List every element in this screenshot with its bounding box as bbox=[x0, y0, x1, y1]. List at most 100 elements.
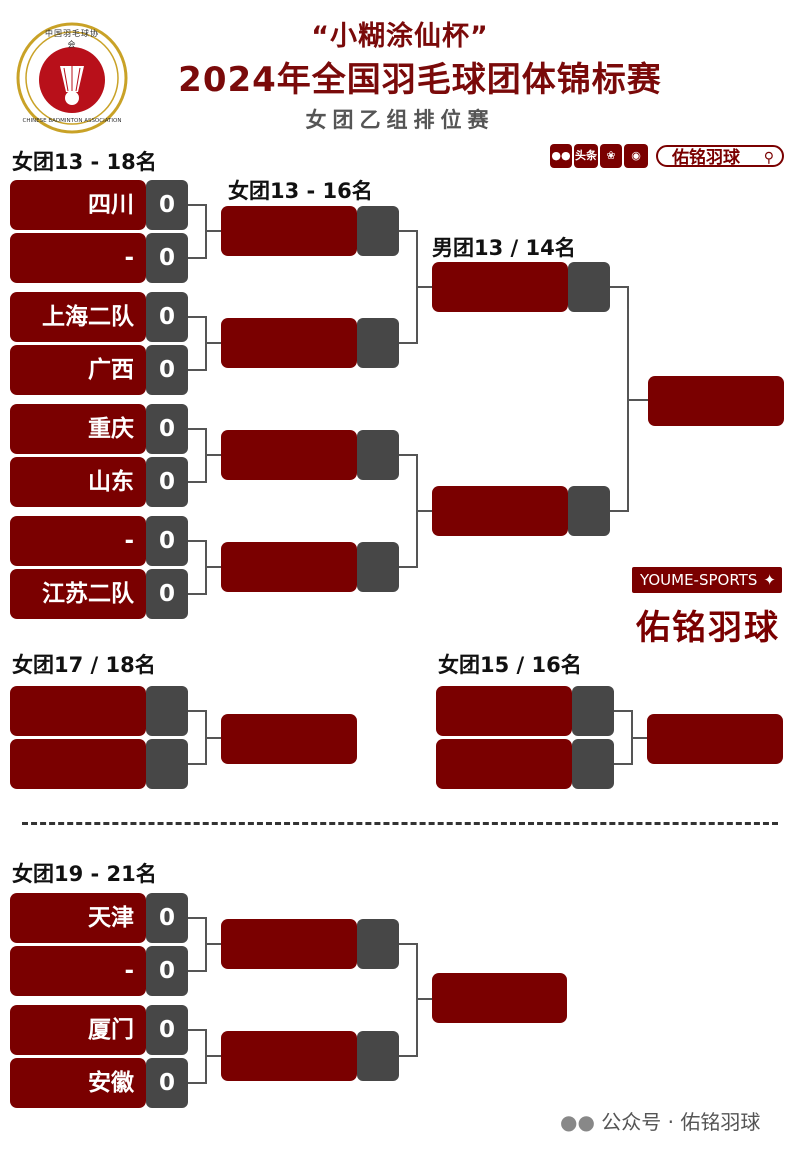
bracket-connector bbox=[188, 710, 206, 712]
bracket-connector bbox=[188, 257, 206, 259]
team-slot-empty bbox=[436, 686, 572, 736]
score-box: 0 bbox=[146, 345, 188, 395]
bracket-connector bbox=[188, 917, 206, 919]
bracket-connector bbox=[627, 399, 648, 401]
bracket-connector bbox=[188, 481, 206, 483]
team-slot: 上海二队 bbox=[10, 292, 146, 342]
toutiao-icon[interactable]: 头条 bbox=[574, 144, 598, 168]
bracket-connector bbox=[416, 286, 432, 288]
section-label-13-14: 男团13 / 14名 bbox=[432, 236, 576, 260]
score-box-empty bbox=[146, 686, 188, 736]
score-box-empty bbox=[357, 1031, 399, 1081]
team-slot-empty bbox=[221, 1031, 357, 1081]
team-slot-empty bbox=[10, 686, 146, 736]
event-subtitle: “小糊涂仙杯” bbox=[311, 21, 489, 52]
bracket-connector bbox=[188, 369, 206, 371]
team-slot: 广西 bbox=[10, 345, 146, 395]
logo-bottom-text: CHINESE BADMINTON ASSOCIATION bbox=[22, 118, 122, 124]
brand-english-label: YOUME-SPORTS bbox=[640, 571, 758, 589]
score-box: 0 bbox=[146, 1058, 188, 1108]
team-slot: - bbox=[10, 516, 146, 566]
bracket-connector bbox=[205, 943, 221, 945]
score-box-empty bbox=[146, 739, 188, 789]
bracket-connector bbox=[610, 510, 628, 512]
section-label-15-16: 女团15 / 16名 bbox=[438, 653, 582, 677]
event-title: 2024年全国羽毛球团体锦标赛 bbox=[178, 60, 662, 100]
bracket-connector bbox=[614, 763, 632, 765]
footer-text: 公众号 · 佑铭羽球 bbox=[601, 1110, 761, 1134]
score-box-empty bbox=[357, 430, 399, 480]
winner-slot-empty bbox=[432, 973, 567, 1023]
bracket-connector bbox=[188, 1029, 206, 1031]
team-slot-empty bbox=[221, 206, 357, 256]
brand-english: YOUME-SPORTS ✦ bbox=[632, 567, 782, 593]
score-box: 0 bbox=[146, 1005, 188, 1055]
bracket-connector bbox=[399, 454, 417, 456]
shuttlecock-icon: ✦ bbox=[763, 571, 776, 589]
wechat-icon[interactable]: ●● bbox=[550, 144, 572, 168]
team-slot: 四川 bbox=[10, 180, 146, 230]
score-box: 0 bbox=[146, 404, 188, 454]
team-slot: 重庆 bbox=[10, 404, 146, 454]
search-box[interactable]: 佑铭羽球 ⚲ bbox=[656, 145, 784, 168]
bracket-connector bbox=[399, 1055, 417, 1057]
team-slot-empty bbox=[10, 739, 146, 789]
score-box: 0 bbox=[146, 180, 188, 230]
bracket-connector bbox=[399, 943, 417, 945]
team-slot: 山东 bbox=[10, 457, 146, 507]
score-box: 0 bbox=[146, 569, 188, 619]
winner-slot-empty bbox=[647, 714, 783, 764]
section-label-19-21: 女团19 - 21名 bbox=[12, 862, 157, 886]
bracket-connector bbox=[188, 763, 206, 765]
bracket-connector bbox=[610, 286, 628, 288]
brand-chinese: 佑铭羽球 bbox=[636, 608, 780, 648]
team-slot: - bbox=[10, 946, 146, 996]
team-slot-empty bbox=[221, 318, 357, 368]
bracket-connector bbox=[188, 428, 206, 430]
team-slot-empty bbox=[221, 542, 357, 592]
weibo-icon[interactable]: ◉ bbox=[624, 144, 648, 168]
bracket-connector bbox=[205, 230, 221, 232]
score-box: 0 bbox=[146, 516, 188, 566]
score-box: 0 bbox=[146, 233, 188, 283]
bracket-connector bbox=[416, 510, 432, 512]
score-box-empty bbox=[357, 318, 399, 368]
score-box-empty bbox=[357, 206, 399, 256]
stage-title: 女团乙组排位赛 bbox=[305, 108, 495, 132]
bracket-connector bbox=[205, 737, 221, 739]
team-slot-empty bbox=[221, 430, 357, 480]
team-slot-empty bbox=[432, 262, 568, 312]
bracket-connector bbox=[399, 566, 417, 568]
bracket-connector bbox=[188, 204, 206, 206]
section-label-17-18: 女团17 / 18名 bbox=[12, 653, 156, 677]
winner-slot-empty bbox=[221, 714, 357, 764]
section-label-13-18: 女团13 - 18名 bbox=[12, 150, 157, 174]
bracket-connector bbox=[416, 943, 418, 1057]
bracket-connector bbox=[614, 710, 632, 712]
section-divider bbox=[22, 822, 778, 825]
team-slot: 天津 bbox=[10, 893, 146, 943]
team-slot: 江苏二队 bbox=[10, 569, 146, 619]
search-icon: ⚲ bbox=[763, 150, 774, 166]
bracket-connector bbox=[188, 970, 206, 972]
score-box-empty bbox=[572, 686, 614, 736]
footer-watermark: ●● 公众号 · 佑铭羽球 bbox=[560, 1106, 760, 1135]
bracket-connector bbox=[205, 454, 221, 456]
team-slot: 安徽 bbox=[10, 1058, 146, 1108]
bracket-connector bbox=[205, 1055, 221, 1057]
score-box-empty bbox=[357, 919, 399, 969]
team-slot-empty bbox=[436, 739, 572, 789]
bracket-connector bbox=[188, 316, 206, 318]
score-box-empty bbox=[357, 542, 399, 592]
bracket-connector bbox=[399, 230, 417, 232]
bracket-connector bbox=[205, 566, 221, 568]
team-slot: 厦门 bbox=[10, 1005, 146, 1055]
score-box-empty bbox=[568, 486, 610, 536]
score-box: 0 bbox=[146, 946, 188, 996]
bracket-connector bbox=[188, 540, 206, 542]
score-box: 0 bbox=[146, 457, 188, 507]
bracket-connector bbox=[631, 737, 647, 739]
paw-icon[interactable]: ❀ bbox=[600, 144, 622, 168]
logo-top-text: 中国羽毛球协会 bbox=[45, 29, 99, 49]
score-box: 0 bbox=[146, 292, 188, 342]
